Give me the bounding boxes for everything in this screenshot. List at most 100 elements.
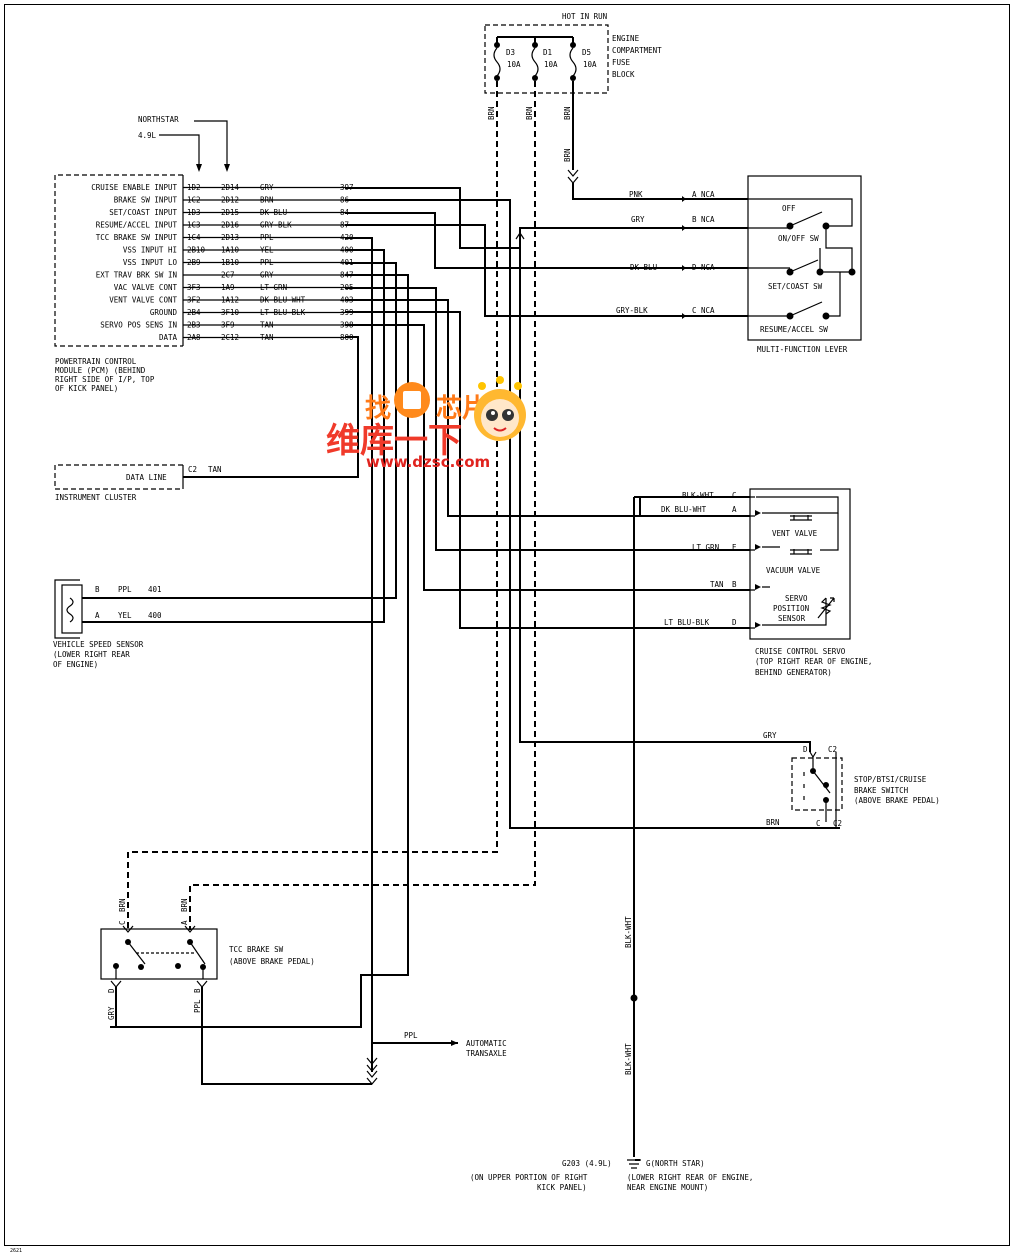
- stop-switch-blade: [812, 770, 831, 794]
- fuse-d1-id: D1: [543, 48, 552, 57]
- vss-coil: [66, 597, 74, 623]
- position-label: POSITION: [773, 604, 809, 613]
- instrument-cluster-caption: INSTRUMENT CLUSTER: [55, 493, 137, 502]
- pnk-wire: [572, 183, 686, 200]
- servo-caption-1: CRUISE CONTROL SERVO: [755, 647, 846, 656]
- set-coast-sw-label: SET/COAST SW: [768, 282, 823, 291]
- route-847-gry: [110, 274, 409, 1028]
- route-397-gry: [345, 187, 521, 249]
- g203-location-1: (ON UPPER PORTION OF RIGHT: [470, 1173, 588, 1182]
- tcc-pin-b-color: PPL: [193, 999, 202, 1013]
- vss-pin-b-color: PPL: [118, 585, 132, 594]
- vss-pin-b-circuit: 401: [148, 585, 162, 594]
- transaxle-label-1: AUTOMATIC: [466, 1039, 507, 1048]
- pcm-caption-2: MODULE (PCM) (BEHIND: [55, 366, 146, 375]
- brn-wire-d3: [127, 81, 498, 930]
- pcm-pin-label: CRUISE ENABLE INPUT: [91, 183, 177, 192]
- tcc-pin-c-color: BRN: [118, 898, 127, 912]
- servo-pin-b: B: [732, 580, 737, 589]
- lever-pin-a: A NCA: [692, 190, 715, 199]
- lever-pin-d: D NCA: [692, 263, 715, 272]
- servo-e-color: LT GRN: [692, 543, 719, 552]
- lever-b-color: GRY: [631, 215, 645, 224]
- vss-pin-a-color: YEL: [118, 611, 132, 620]
- pcm-pin-label: SERVO POS SENS IN: [100, 321, 177, 330]
- tcc-pin-a: A: [180, 920, 189, 925]
- pcm-caption-1: POWERTRAIN CONTROL: [55, 357, 137, 366]
- watermark-logo: 找 芯片 维库一下 www.dzsc.com: [326, 376, 526, 471]
- fuse-block-outline: [484, 24, 609, 94]
- vacuum-valve-label: VACUUM VALVE: [766, 566, 821, 575]
- gns-location-1: (LOWER RIGHT REAR OF ENGINE,: [627, 1173, 753, 1182]
- fuse-block-name-2: COMPARTMENT: [612, 46, 662, 55]
- pcm-pin-label: VENT VALVE CONT: [109, 296, 177, 305]
- watermark-url: www.dzsc.com: [366, 453, 490, 471]
- pcm-pin-label: TCC BRAKE SW INPUT: [96, 233, 178, 242]
- pcm-caption-3: RIGHT SIDE OF I/P, TOP: [55, 375, 155, 384]
- brn-label-1: BRN: [487, 106, 496, 120]
- servo-pin-d: D: [732, 618, 737, 627]
- tcc-caption-2: (ABOVE BRAKE PEDAL): [229, 957, 315, 966]
- servo-label: SERVO: [785, 594, 808, 603]
- stop-sw-top-color: GRY: [763, 731, 777, 740]
- fuse-d3-element: [493, 47, 501, 77]
- off-label: OFF: [782, 204, 796, 213]
- fuse-d1-rating: 10A: [544, 60, 558, 69]
- servo-pin-c: C: [732, 491, 737, 500]
- servo-b-color: TAN: [710, 580, 724, 589]
- route-87-gryblk: [345, 224, 686, 317]
- vss-caption-1: VEHICLE SPEED SENSOR: [53, 640, 144, 649]
- servo-caption-2: (TOP RIGHT REAR OF ENGINE,: [755, 657, 872, 666]
- engine-4-9l-label: 4.9L: [138, 131, 157, 140]
- pcm-pin-label: BRAKE SW INPUT: [114, 196, 178, 205]
- pcm-pin-label: SET/COAST INPUT: [109, 208, 177, 217]
- lever-a-color: PNK: [629, 190, 643, 199]
- vss-pin-a: A: [95, 611, 100, 620]
- corner-code: 2621: [10, 1248, 22, 1254]
- stop-sw-bottom-color: BRN: [766, 818, 780, 827]
- tcc-pin-a-color: BRN: [180, 898, 189, 912]
- route-205-ltgrn: [345, 287, 737, 551]
- vss-body: [61, 584, 83, 634]
- stop-switch-outline: [791, 757, 843, 811]
- tcc-switch-outline: [100, 928, 218, 980]
- vent-valve-coil: [790, 515, 812, 521]
- gns-location-2: NEAR ENGINE MOUNT): [627, 1183, 708, 1192]
- sensor-label: SENSOR: [778, 614, 806, 623]
- watermark-slogan: 维库一下: [326, 421, 462, 461]
- stop-sw-caption-2: BRAKE SWITCH: [854, 786, 909, 795]
- cluster-connector-id: C2: [188, 465, 197, 474]
- fuse-block-name-3: FUSE: [612, 58, 631, 67]
- fuse-d3-rating: 10A: [507, 60, 521, 69]
- tcc-switch-blade-2: [189, 941, 206, 965]
- pcm-pin-label: GROUND: [150, 308, 178, 317]
- pcm-pin-label: EXT TRAV BRK SW IN: [96, 271, 177, 280]
- fuse-d5-id: D5: [582, 48, 591, 57]
- stop-sw-caption-3: (ABOVE BRAKE PEDAL): [854, 796, 940, 805]
- pcm-pin-label: VAC VALVE CONT: [114, 283, 178, 292]
- hot-in-run-label: HOT IN RUN: [562, 12, 607, 21]
- transaxle-wire-color: PPL: [404, 1031, 418, 1040]
- pcm-outline: [54, 174, 183, 347]
- servo-caption-3: BEHIND GENERATOR): [755, 668, 832, 677]
- fuse-d1-element: [531, 47, 539, 77]
- vss-pin-b: B: [95, 585, 100, 594]
- servo-outline: [749, 488, 851, 640]
- tcc-pin-b: B: [193, 988, 202, 993]
- vehicle-speed-sensor: B PPL 401 A YEL 400 VEHICLE SPEED SENSOR…: [53, 579, 162, 669]
- mascot-icon: [474, 376, 526, 441]
- vacuum-valve-coil: [790, 549, 812, 555]
- servo-pin-e: E: [732, 543, 737, 552]
- vent-valve-label: VENT VALVE: [772, 529, 818, 538]
- set-coast-switch-blade: [789, 259, 819, 273]
- ground-wire-label-2: BLK-WHT: [624, 1043, 633, 1075]
- automatic-transaxle: PPL AUTOMATIC TRANSAXLE: [366, 1031, 507, 1085]
- pcm-pin-label: RESUME/ACCEL INPUT: [96, 221, 178, 230]
- lever-pin-b: B NCA: [692, 215, 715, 224]
- pcm-pin-label: DATA: [159, 333, 178, 342]
- route-400-yel: [120, 249, 385, 623]
- resume-accel-switch-blade: [789, 301, 823, 317]
- servo-a-color: DK BLU-WHT: [661, 505, 707, 514]
